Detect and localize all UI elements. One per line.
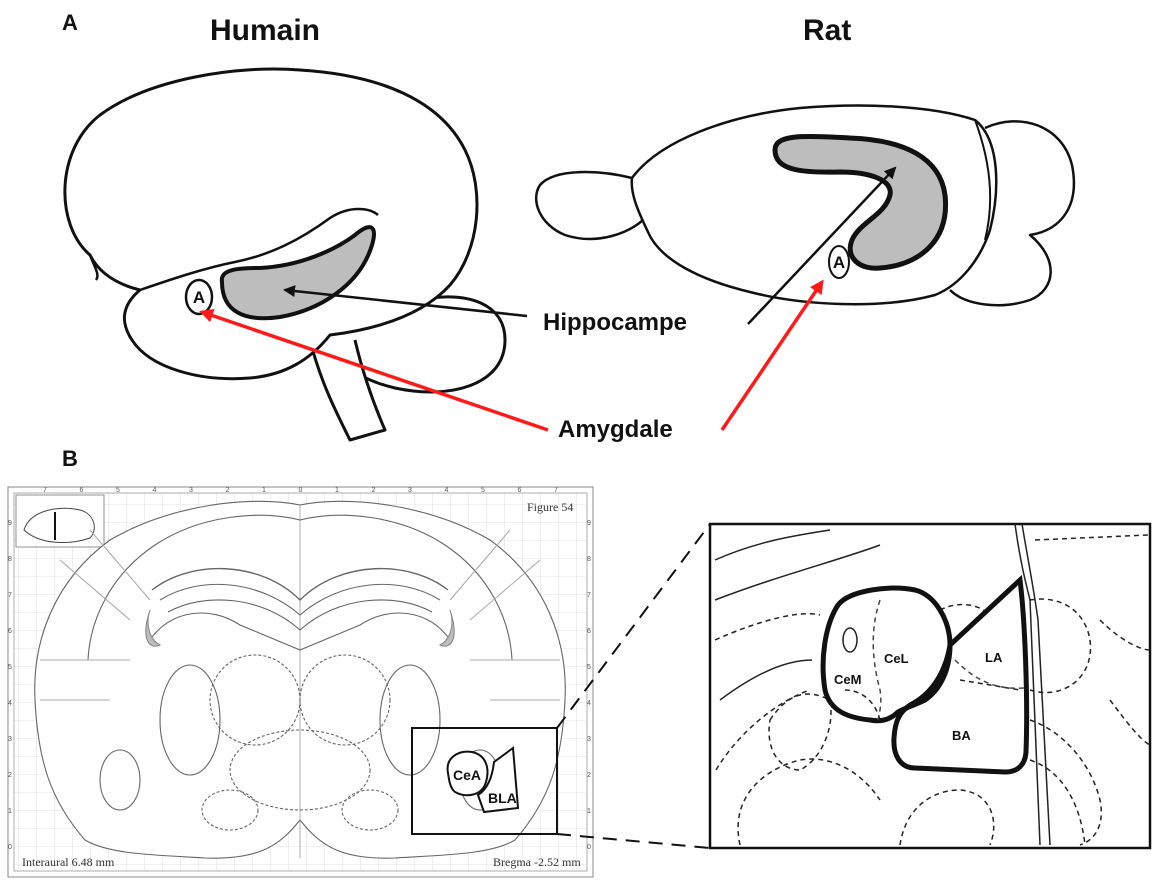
panel-b: B 7 6 5 4 3 2 1 0 1 2 3 4 5 6 7 9 9 8 8 7 7 6 6 5 5 4 4 3 3 2 2 1 1 0 0	[8, 446, 1150, 877]
atlas-top-tick: 5	[116, 487, 120, 494]
atlas-figure-label: Figure 54	[527, 500, 573, 514]
zoom-cem-label: CeM	[834, 672, 861, 687]
atlas-interaural-label: Interaural 6.48 mm	[22, 855, 115, 869]
atlas-side-tick: 2	[8, 772, 12, 779]
atlas-top-tick: 7	[554, 487, 558, 494]
atlas-top-tick: 2	[226, 487, 230, 494]
amygdala-label: Amygdale	[558, 416, 673, 443]
rat-title: Rat	[803, 14, 851, 47]
zoom-cel-label: CeL	[884, 651, 909, 666]
atlas-top-tick: 0	[299, 487, 303, 494]
atlas-side-tick: 0	[8, 844, 12, 851]
atlas-side-tick: 1	[587, 808, 591, 815]
zoom-ba-label: BA	[952, 728, 971, 743]
atlas-side-tick: 3	[587, 736, 591, 743]
atlas-side-tick: 0	[587, 844, 591, 851]
atlas-top-tick: 1	[335, 487, 339, 494]
hippocampus-label: Hippocampe	[543, 309, 687, 336]
atlas-top-tick: 7	[43, 487, 47, 494]
zoom-la-label: LA	[985, 650, 1003, 665]
atlas-side-tick: 4	[587, 700, 591, 707]
atlas-side-tick: 8	[8, 556, 12, 563]
atlas-side-tick: 4	[8, 700, 12, 707]
atlas-top-tick: 4	[153, 487, 157, 494]
atlas-side-tick: 9	[587, 520, 591, 527]
atlas-plate: 7 6 5 4 3 2 1 0 1 2 3 4 5 6 7 9 9 8 8 7 7 6 6 5 5 4 4 3 3 2 2 1 1 0 0	[8, 487, 593, 877]
atlas-side-tick: 2	[587, 772, 591, 779]
atlas-top-tick: 3	[408, 487, 412, 494]
atlas-top-tick: 5	[481, 487, 485, 494]
human-title: Humain	[210, 14, 320, 47]
atlas-side-tick: 9	[8, 520, 12, 527]
atlas-top-tick: 6	[80, 487, 84, 494]
atlas-bla-label: BLA	[488, 790, 517, 806]
atlas-side-tick: 8	[587, 556, 591, 563]
atlas-top-tick: 1	[262, 487, 266, 494]
panel-b-letter: B	[62, 446, 78, 471]
atlas-side-tick: 3	[8, 736, 12, 743]
rat-amygdala-letter: A	[833, 253, 845, 272]
atlas-side-tick: 6	[8, 628, 12, 635]
zoom-inset: CeM CeL LA BA	[710, 524, 1150, 848]
amygdala-arrow-rat	[722, 282, 822, 430]
atlas-side-tick: 5	[8, 664, 12, 671]
atlas-cea-label: CeA	[453, 767, 481, 783]
human-brain-drawing	[65, 69, 505, 440]
human-amygdala-letter: A	[193, 288, 205, 307]
rat-brain-drawing	[536, 106, 1074, 306]
atlas-top-tick: 4	[445, 487, 449, 494]
panel-a-letter: A	[62, 10, 78, 35]
atlas-bregma-label: Bregma -2.52 mm	[493, 855, 581, 869]
atlas-side-tick: 7	[587, 592, 591, 599]
atlas-side-tick: 6	[587, 628, 591, 635]
panel-a: A Humain Rat A	[62, 10, 1074, 443]
atlas-side-tick: 5	[587, 664, 591, 671]
atlas-top-tick: 2	[372, 487, 376, 494]
atlas-side-tick: 7	[8, 592, 12, 599]
atlas-top-tick: 3	[189, 487, 193, 494]
atlas-side-tick: 1	[8, 808, 12, 815]
atlas-top-tick: 6	[518, 487, 522, 494]
